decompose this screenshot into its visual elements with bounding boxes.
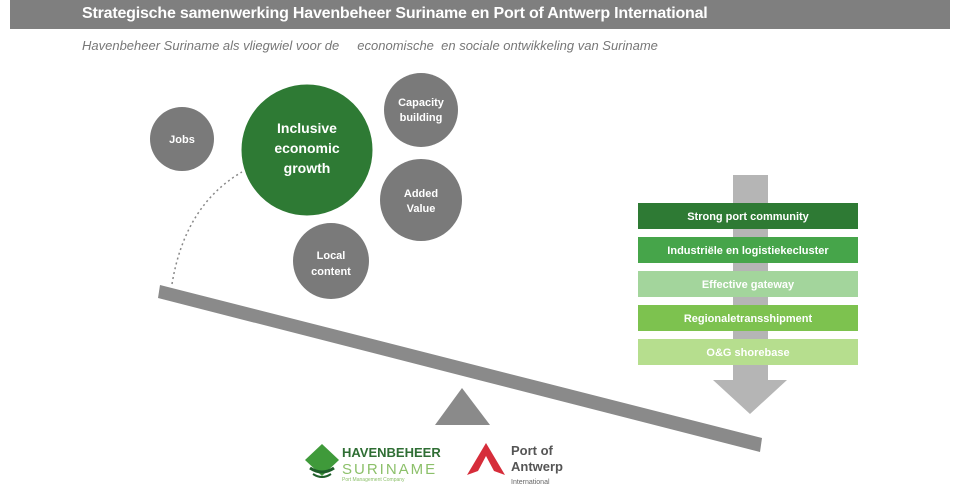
circle-capacity-building: Capacity building: [384, 73, 458, 147]
pillar-box: [638, 237, 858, 263]
logo-text: Port Management Company: [342, 477, 405, 483]
pillar-label: Regionaletransshipment: [684, 313, 813, 325]
circle-label: Capacity: [398, 97, 445, 109]
logo-text: HAVENBEHEER: [342, 445, 441, 460]
circle-inclusive-growth: Inclusive economic growth: [238, 81, 376, 219]
circle-label: content: [311, 266, 351, 278]
pillar-label: O&G shorebase: [706, 347, 789, 359]
circle-local-content: Local content: [293, 223, 369, 299]
circle-label: Value: [407, 203, 436, 215]
circle-label: Inclusive: [277, 120, 337, 136]
circle-label: Local: [317, 250, 346, 262]
seesaw-beam: [158, 285, 762, 452]
pillar-box: [638, 339, 858, 365]
circle-label: economic: [274, 140, 340, 156]
slide-subtitle: Havenbeheer Suriname als vliegwiel voor …: [82, 38, 658, 53]
title-bar: [10, 0, 950, 29]
slide-title: Strategische samenwerking Havenbeheer Su…: [82, 5, 708, 22]
circle-jobs: Jobs: [150, 107, 214, 171]
port-of-antwerp-logo: Port of Antwerp International: [467, 443, 563, 486]
circle-label: growth: [284, 160, 331, 176]
circle-label: building: [400, 112, 443, 124]
logo-text: Antwerp: [511, 459, 563, 474]
circle-label: Jobs: [169, 134, 195, 146]
dotted-arc: [171, 171, 243, 285]
havenbeheer-logo: HAVENBEHEER SURINAME Port Management Com…: [305, 444, 441, 483]
pillar-label: Strong port community: [687, 211, 809, 223]
logo-text: International: [511, 479, 550, 486]
pillar-label: Effective gateway: [702, 279, 795, 291]
logo-text: SURINAME: [342, 461, 437, 478]
pillar-box: [638, 305, 858, 331]
circle-label: Added: [404, 188, 438, 200]
logo-text: Port of: [511, 443, 554, 458]
pillar-box: [638, 203, 858, 229]
circle-added-value: Added Value: [380, 159, 462, 241]
pillar-label: Industriële en logistiekecluster: [667, 245, 829, 257]
fulcrum-triangle: [435, 388, 490, 425]
pillar-box: [638, 271, 858, 297]
